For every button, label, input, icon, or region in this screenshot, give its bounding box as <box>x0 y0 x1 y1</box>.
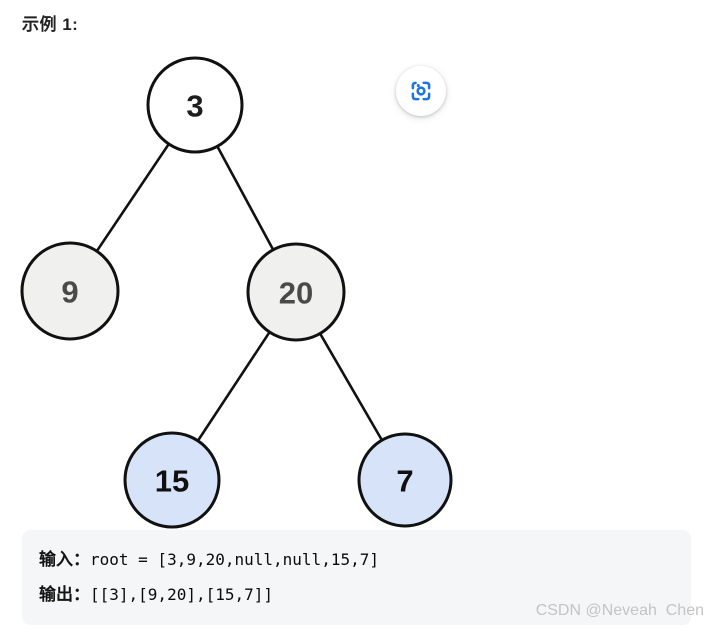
csdn-watermark: CSDN @Neveah Chen <box>535 602 704 619</box>
input-label: 输入： <box>39 550 90 569</box>
tree-node-right: 20 <box>246 242 346 342</box>
example-io-panel: 输入：root = [3,9,20,null,null,15,7] 输出：[[3… <box>22 530 691 625</box>
tree-node-value: 3 <box>186 89 203 124</box>
output-label: 输出： <box>39 585 90 604</box>
image-scan-button[interactable] <box>396 66 446 116</box>
tree-node-value: 7 <box>396 464 413 499</box>
tree-node-right-right: 7 <box>357 432 453 528</box>
tree-node-left: 9 <box>20 241 120 341</box>
page-title: 示例 1: <box>22 15 79 34</box>
binary-tree-diagram: 3 9 20 15 7 <box>20 56 453 529</box>
output-value: [[3],[9,20],[15,7]] <box>90 585 274 604</box>
tree-node-root: 3 <box>146 56 244 154</box>
input-value: root = [3,9,20,null,null,15,7] <box>90 550 379 569</box>
scan-focus-icon <box>411 81 431 101</box>
tree-node-right-left: 15 <box>123 431 221 529</box>
input-line: 输入：root = [3,9,20,null,null,15,7] <box>39 548 691 572</box>
tree-node-value: 20 <box>279 276 313 311</box>
tree-node-value: 15 <box>155 464 189 499</box>
output-line: 输出：[[3],[9,20],[15,7]] <box>39 583 691 607</box>
tree-node-value: 9 <box>61 275 78 310</box>
